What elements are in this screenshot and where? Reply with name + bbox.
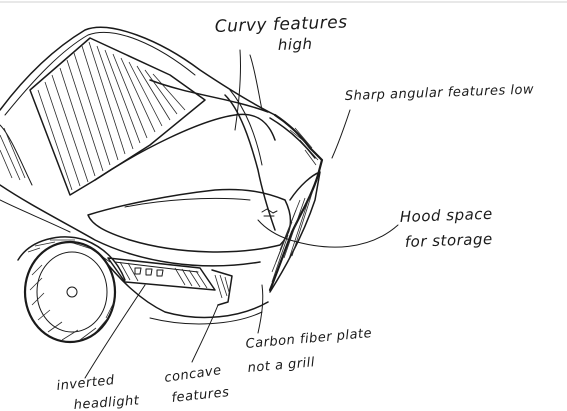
side-window-hatching bbox=[0, 127, 26, 181]
wheel bbox=[23, 240, 117, 344]
headlight-hatching bbox=[119, 261, 208, 289]
concave-label-line2: features bbox=[171, 385, 230, 406]
nose-hatching bbox=[289, 127, 319, 166]
wheel-arch bbox=[17, 236, 126, 281]
hood-upper bbox=[94, 113, 276, 181]
car-body bbox=[0, 26, 324, 344]
front-nose-inner bbox=[269, 117, 316, 159]
curvy-label-line2: high bbox=[278, 35, 313, 54]
headlight-leader bbox=[84, 284, 146, 379]
body-side-line bbox=[0, 199, 71, 233]
carbon-label-line2: not a grill bbox=[247, 355, 316, 376]
carbon-plate-outline bbox=[269, 171, 321, 293]
curvy-leader-2 bbox=[249, 54, 263, 111]
carbon-leader bbox=[257, 284, 264, 334]
lower-body bbox=[0, 184, 261, 267]
hood-crease-2 bbox=[229, 89, 263, 166]
sharp-label: Sharp angular features low bbox=[345, 82, 535, 104]
headlight-label-line2: headlight bbox=[73, 393, 140, 411]
concave-label-line1: concave bbox=[163, 363, 222, 386]
wheel-arch-hatching bbox=[27, 239, 111, 263]
windshield-frame bbox=[29, 37, 206, 196]
leader-lines bbox=[84, 49, 399, 379]
concave-leader bbox=[191, 304, 219, 363]
windshield-hatching bbox=[37, 41, 186, 191]
curvy-leader-1 bbox=[234, 49, 242, 131]
roof-line bbox=[0, 26, 276, 116]
hood-label-line2: for storage bbox=[405, 230, 493, 251]
concave-intake bbox=[211, 269, 233, 306]
hood-emblem-icon bbox=[261, 208, 278, 217]
tire-hatching bbox=[29, 264, 115, 341]
roof-line-2 bbox=[4, 31, 196, 116]
inverted-headlight bbox=[107, 257, 216, 291]
hood-leader bbox=[257, 219, 399, 248]
headlight-label-line1: inverted bbox=[56, 373, 116, 394]
carbon-plate-hatching bbox=[271, 189, 314, 283]
bumper-lower bbox=[99, 254, 269, 319]
hood-label-line1: Hood space bbox=[400, 205, 494, 226]
bumper-lip bbox=[149, 311, 263, 325]
a-pillar bbox=[149, 79, 269, 113]
side-window bbox=[0, 124, 33, 186]
curvy-label-line1: Curvy features bbox=[214, 12, 347, 37]
hood-panel-inner bbox=[124, 197, 251, 208]
carbon-label-line1: Carbon fiber plate bbox=[245, 326, 373, 352]
sharp-leader bbox=[331, 109, 351, 159]
